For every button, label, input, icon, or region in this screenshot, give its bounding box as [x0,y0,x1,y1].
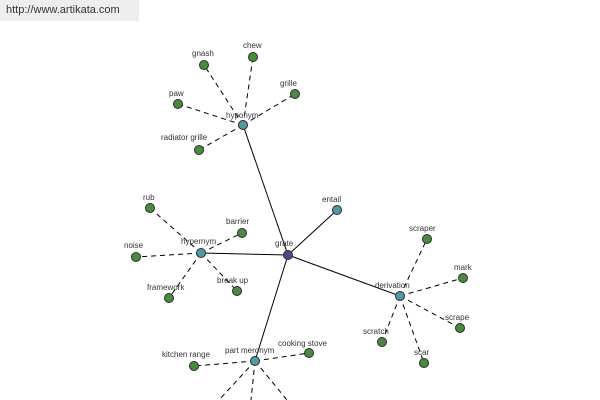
node-hyponym [238,120,248,130]
edge-grate-derivation [287,254,401,297]
edge-grate-entail [287,209,338,256]
label-cooking-stove: cooking stove [278,339,327,348]
node-chew [248,52,258,62]
node-scar [419,358,429,368]
edge-hyponym-gnash [203,64,244,126]
node-cooking-stove [304,348,314,358]
label-scraper: scraper [409,224,436,233]
edge-hypernym-rub [149,207,202,254]
edge-hypernym-break-up [200,252,238,292]
node-kitchen-range [189,361,199,371]
edges-layer [135,56,464,400]
node-center-grate [283,250,293,260]
label-derivation: derivation [375,281,410,290]
edge-hypernym-barrier [200,232,243,254]
nodes-layer [131,52,468,371]
edge-grate-part-meronym [254,254,289,362]
node-break-up [232,286,242,296]
node-mark [458,273,468,283]
node-paw [173,99,183,109]
label-scar: scar [414,348,429,357]
label-center-grate: grate [275,239,294,248]
node-radiator-grille [194,145,204,155]
node-hypernym [196,248,206,258]
label-break-up: break up [217,276,249,285]
edge-part-meronym-offscreen-0 [218,360,256,400]
edge-hyponym-chew [242,56,254,126]
label-gnash: gnash [192,49,214,58]
node-scrape [455,323,465,333]
label-rub: rub [143,193,155,202]
label-part-meronym: part meronym [225,346,275,355]
node-scraper [422,234,432,244]
edge-derivation-scar [399,295,425,364]
label-paw: paw [169,89,184,98]
edge-hypernym-framework [168,252,202,299]
node-entail [332,205,342,215]
labels-layer: gnash chew paw grille radiator grille hyponym… [124,41,473,359]
edge-derivation-mark [399,277,464,297]
node-grille [290,89,300,99]
label-radiator-grille: radiator grille [161,133,208,142]
node-scratch [377,337,387,347]
node-barrier [237,228,247,238]
label-entail: entail [322,195,341,204]
edge-derivation-scraper [399,238,428,297]
label-scrape: scrape [445,313,470,322]
label-hypernym: hypernym [181,237,216,246]
label-framework: framework [147,283,185,292]
node-part-meronym [250,356,260,366]
node-derivation [395,291,405,301]
url-banner: http://www.artikata.com [0,0,139,21]
label-chew: chew [243,41,262,50]
node-noise [131,252,141,262]
label-barrier: barrier [226,217,249,226]
edge-grate-hyponym [242,124,289,256]
node-framework [164,293,174,303]
edge-part-meronym-offscreen-2 [254,360,288,400]
label-hyponym: hyponym [226,111,259,120]
node-rub [145,203,155,213]
edge-derivation-scrape [399,295,461,329]
edge-part-meronym-kitchen-range [193,360,256,367]
label-mark: mark [454,263,473,272]
label-kitchen-range: kitchen range [162,350,211,359]
edge-hyponym-grille [242,93,296,126]
edge-hyponym-paw [177,103,244,126]
node-gnash [199,60,209,70]
label-noise: noise [124,241,144,250]
site-url-link[interactable]: http://www.artikata.com [6,4,120,16]
edge-part-meronym-offscreen-1 [250,360,256,400]
edge-part-meronym-cooking-stove [254,352,310,362]
label-grille: grille [280,79,297,88]
edge-hypernym-noise [135,252,202,258]
label-scratch: scratch [363,327,389,336]
edge-grate-hypernym [200,252,289,256]
